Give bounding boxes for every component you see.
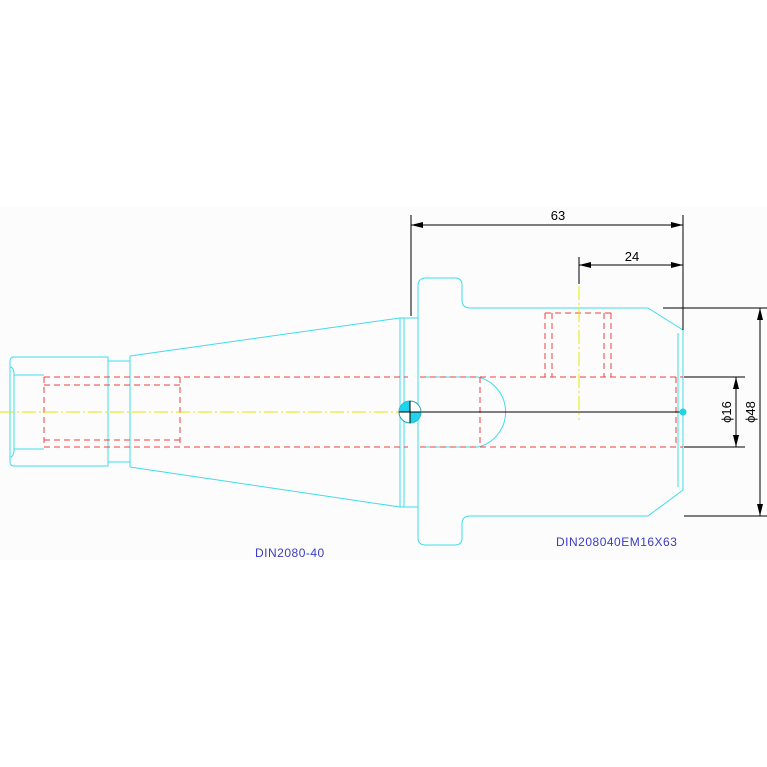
snap-point-icon[interactable] [679,408,687,416]
taper-shank [0,317,418,508]
dimension-diameter-bore[interactable]: ϕ16 [684,376,745,448]
holder-label[interactable]: DIN208040EM16X63 [556,535,677,549]
holder-outline [417,277,684,546]
dimension-length-total-text: 63 [551,208,565,223]
taper-bottom-edge [129,466,401,508]
drawing-band [0,207,767,560]
origin-marker-icon[interactable] [398,400,422,424]
dimension-diameter-bore-text: ϕ16 [719,401,734,423]
retention-end-outline [9,356,109,467]
taper-top-edge [129,317,401,357]
dimension-length-screw[interactable]: 24 [578,249,683,284]
dimension-length-total[interactable]: 63 [410,208,684,330]
dimension-diameter-body-text: ϕ48 [743,401,758,423]
dimension-diameter-body[interactable]: ϕ48 [663,307,767,517]
taper-label[interactable]: DIN2080-40 [255,546,325,560]
dimension-length-screw-text: 24 [625,249,639,264]
